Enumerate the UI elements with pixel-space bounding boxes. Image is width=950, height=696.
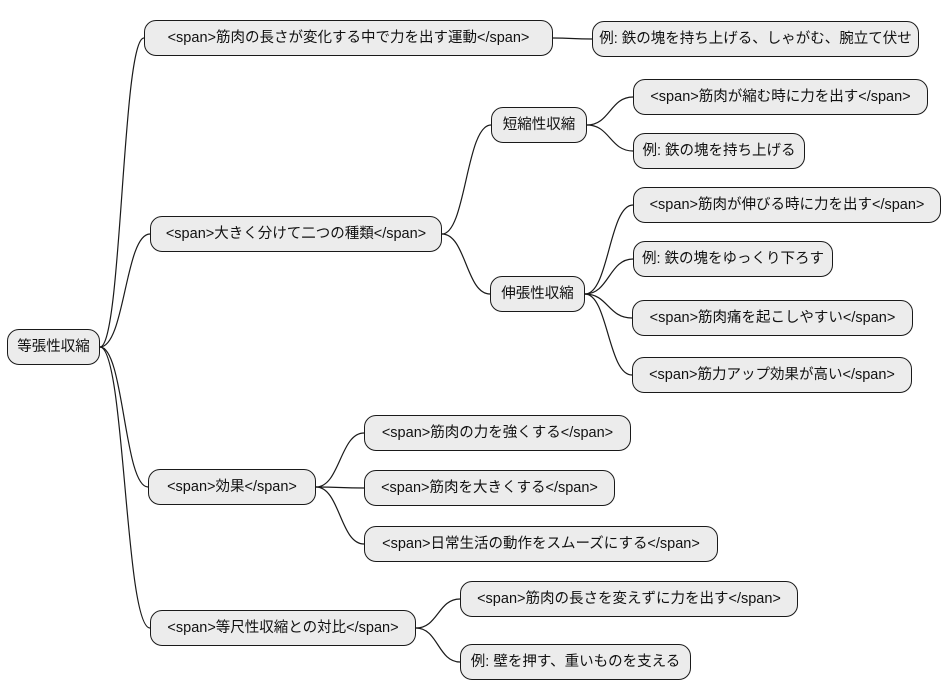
edge-eccentric-strength-gain bbox=[584, 293, 633, 376]
node-eccentric-description[interactable]: <span>筋肉が伸びる時に力を出す</span> bbox=[633, 187, 941, 223]
node-effect-strength-label: <span>筋肉の力を強くする</span> bbox=[381, 424, 614, 441]
node-concentric-example-label: 例: 鉄の塊を持ち上げる bbox=[642, 142, 796, 159]
node-concentric-example[interactable]: 例: 鉄の塊を持ち上げる bbox=[633, 133, 805, 169]
node-effects-label: <span>効果</span> bbox=[167, 478, 297, 495]
node-definition-example-label: 例: 鉄の塊を持ち上げる、しゃがむ、腕立て伏せ bbox=[599, 30, 912, 47]
node-eccentric-example[interactable]: 例: 鉄の塊をゆっくり下ろす bbox=[633, 241, 833, 277]
node-isometric-contrast[interactable]: <span>等尺性収縮との対比</span> bbox=[150, 610, 416, 646]
edge-two-types-eccentric bbox=[441, 233, 491, 295]
node-root[interactable]: 等張性収縮 bbox=[7, 329, 100, 365]
node-isometric-example-label: 例: 壁を押す、重いものを支える bbox=[470, 653, 681, 670]
edge-effects-daily-life bbox=[315, 486, 365, 545]
node-concentric-label: 短縮性収縮 bbox=[502, 116, 576, 133]
node-two-types[interactable]: <span>大きく分けて二つの種類</span> bbox=[150, 216, 442, 252]
node-concentric-description[interactable]: <span>筋肉が縮む時に力を出す</span> bbox=[633, 79, 928, 115]
edge-eccentric-example bbox=[584, 258, 634, 295]
node-definition-label: <span>筋肉の長さが変化する中で力を出す運動</span> bbox=[167, 29, 530, 46]
edge-concentric-example bbox=[586, 124, 634, 152]
node-effect-size[interactable]: <span>筋肉を大きくする</span> bbox=[364, 470, 615, 506]
edge-root-isometric-contrast bbox=[99, 346, 151, 629]
node-effect-strength[interactable]: <span>筋肉の力を強くする</span> bbox=[364, 415, 631, 451]
edge-effects-strength bbox=[315, 432, 365, 488]
edge-root-definition bbox=[99, 37, 145, 348]
edge-root-effects bbox=[99, 346, 149, 488]
edge-eccentric-soreness bbox=[584, 293, 633, 319]
edge-two-types-concentric bbox=[441, 124, 492, 235]
node-eccentric-strength-gain[interactable]: <span>筋力アップ効果が高い</span> bbox=[632, 357, 912, 393]
edge-effects-size bbox=[315, 486, 365, 489]
edge-root-two-types bbox=[99, 233, 151, 348]
node-eccentric-label: 伸張性収縮 bbox=[501, 285, 574, 302]
node-eccentric-soreness[interactable]: <span>筋肉痛を起こしやすい</span> bbox=[632, 300, 913, 336]
edge-isometric-description bbox=[415, 598, 461, 629]
node-eccentric-description-label: <span>筋肉が伸びる時に力を出す</span> bbox=[649, 196, 925, 213]
node-effect-daily-life-label: <span>日常生活の動作をスムーズにする</span> bbox=[382, 535, 700, 552]
edge-definition-example bbox=[552, 37, 593, 40]
node-definition-example[interactable]: 例: 鉄の塊を持ち上げる、しゃがむ、腕立て伏せ bbox=[592, 21, 919, 57]
node-isometric-contrast-label: <span>等尺性収縮との対比</span> bbox=[167, 619, 399, 636]
node-eccentric[interactable]: 伸張性収縮 bbox=[490, 276, 585, 312]
node-concentric-description-label: <span>筋肉が縮む時に力を出す</span> bbox=[650, 88, 911, 105]
node-effect-daily-life[interactable]: <span>日常生活の動作をスムーズにする</span> bbox=[364, 526, 718, 562]
node-isometric-example[interactable]: 例: 壁を押す、重いものを支える bbox=[460, 644, 691, 680]
edge-isometric-example bbox=[415, 627, 461, 663]
edge-concentric-description bbox=[586, 96, 634, 126]
node-effects[interactable]: <span>効果</span> bbox=[148, 469, 316, 505]
node-effect-size-label: <span>筋肉を大きくする</span> bbox=[381, 479, 598, 496]
edge-eccentric-description bbox=[584, 204, 634, 295]
node-two-types-label: <span>大きく分けて二つの種類</span> bbox=[165, 225, 427, 242]
node-eccentric-strength-gain-label: <span>筋力アップ効果が高い</span> bbox=[649, 366, 895, 383]
node-eccentric-example-label: 例: 鉄の塊をゆっくり下ろす bbox=[641, 250, 825, 267]
node-isometric-description[interactable]: <span>筋肉の長さを変えずに力を出す</span> bbox=[460, 581, 798, 617]
node-definition[interactable]: <span>筋肉の長さが変化する中で力を出す運動</span> bbox=[144, 20, 553, 56]
node-root-label: 等張性収縮 bbox=[17, 338, 90, 355]
node-concentric[interactable]: 短縮性収縮 bbox=[491, 107, 587, 143]
node-eccentric-soreness-label: <span>筋肉痛を起こしやすい</span> bbox=[649, 309, 896, 326]
node-isometric-description-label: <span>筋肉の長さを変えずに力を出す</span> bbox=[477, 590, 781, 607]
